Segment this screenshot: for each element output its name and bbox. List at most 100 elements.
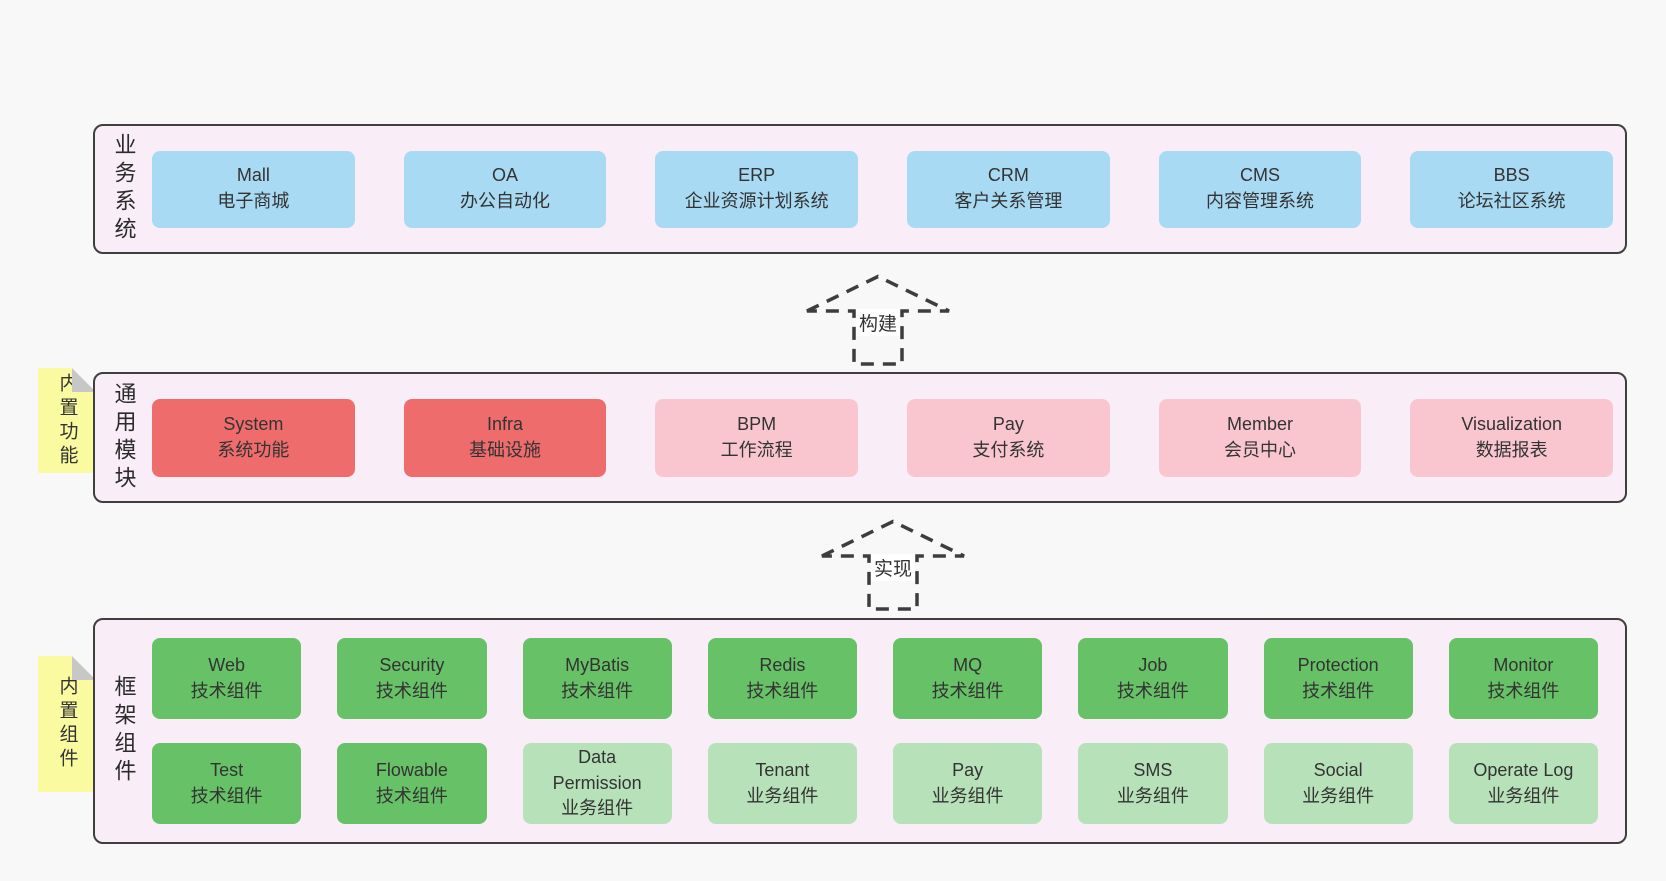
box-title: System	[223, 413, 284, 434]
layer-common-modules: 通用模块 System 系统功能 Infra 基础设施 BPM 工作流程 Pay…	[93, 372, 1627, 503]
box-subtitle: 电子商城	[217, 191, 290, 211]
box-title: Member	[1227, 413, 1294, 434]
box-row: Test 技术组件 Flowable 技术组件 Data Permission …	[152, 743, 1598, 824]
box-title: Tenant	[755, 759, 810, 780]
box-title: Operate Log	[1473, 759, 1574, 780]
box-bbs: BBS 论坛社区系统	[1410, 150, 1614, 228]
box-crm: CRM 客户关系管理	[907, 150, 1110, 228]
layer-title: 业务系统	[111, 133, 137, 245]
box-title: Social	[1313, 759, 1363, 780]
box-subtitle: 技术组件	[931, 680, 1004, 701]
box-title: Protection	[1297, 654, 1379, 675]
box-title: BBS	[1493, 165, 1530, 186]
layer-framework-components: 框架组件 Web 技术组件 Security 技术组件 MyBatis 技术组件…	[93, 618, 1627, 844]
box-title: MyBatis	[565, 654, 630, 675]
box-subtitle: 技术组件	[190, 785, 263, 806]
box-erp: ERP 企业资源计划系统	[655, 150, 859, 228]
box-operate-log: Operate Log 业务组件	[1448, 743, 1598, 824]
box-title: SMS	[1133, 759, 1173, 780]
note-tag-builtin-features: 内置功能	[38, 368, 96, 473]
box-oa: OA 办公自动化	[403, 150, 607, 228]
box-subtitle: 论坛社区系统	[1457, 191, 1566, 211]
box-cms: CMS 内容管理系统	[1158, 150, 1362, 228]
box-member: Member 会员中心	[1158, 398, 1362, 477]
box-job: Job 技术组件	[1078, 638, 1228, 719]
box-subtitle: 数据报表	[1475, 439, 1548, 460]
box-infra: Infra 基础设施	[403, 398, 607, 477]
box-title: Pay	[952, 759, 984, 780]
box-subtitle: 企业资源计划系统	[684, 191, 829, 211]
box-subtitle: 业务组件	[561, 798, 634, 819]
box-title: MQ	[953, 654, 983, 675]
box-subtitle: 会员中心	[1224, 439, 1297, 460]
layer-business-systems: 业务系统 Mall 电子商城 OA 办公自动化 ERP 企业资源计划系统 CRM…	[93, 124, 1627, 254]
box-title: CMS	[1240, 165, 1281, 186]
box-title: Job	[1138, 654, 1168, 675]
box-subtitle: 支付系统	[972, 439, 1045, 460]
box-title: Redis	[759, 654, 806, 675]
box-subtitle: 客户关系管理	[954, 191, 1063, 211]
box-system: System 系统功能	[152, 398, 355, 477]
box-title: ERP	[738, 165, 776, 186]
box-title: OA	[492, 165, 519, 186]
box-subtitle: 工作流程	[720, 439, 793, 460]
box-row: Mall 电子商城 OA 办公自动化 ERP 企业资源计划系统 CRM 客户关系…	[152, 126, 1625, 252]
box-subtitle: 技术组件	[746, 680, 819, 701]
box-subtitle: 技术组件	[1116, 680, 1189, 701]
layer-title: 框架组件	[111, 675, 137, 787]
box-subtitle: 业务组件	[746, 785, 819, 806]
box-subtitle: 办公自动化	[460, 191, 550, 211]
box-security: Security 技术组件	[337, 638, 487, 719]
box-mall: Mall 电子商城	[152, 150, 355, 228]
box-tenant: Tenant 业务组件	[707, 743, 857, 824]
box-title: BPM	[737, 413, 777, 434]
box-subtitle: 技术组件	[1302, 680, 1375, 701]
box-subtitle: 技术组件	[1487, 680, 1560, 701]
box-monitor: Monitor 技术组件	[1448, 638, 1598, 719]
box-social: Social 业务组件	[1263, 743, 1413, 824]
box-pay-component: Pay 业务组件	[893, 743, 1043, 824]
box-redis: Redis 技术组件	[707, 638, 857, 719]
box-subtitle: 业务组件	[1487, 785, 1560, 806]
box-protection: Protection 技术组件	[1263, 638, 1413, 719]
box-subtitle: 系统功能	[217, 439, 290, 460]
box-sms: SMS 业务组件	[1078, 743, 1228, 824]
note-tag-label: 内置功能	[56, 372, 78, 469]
box-bpm: BPM 工作流程	[655, 398, 859, 477]
box-title: Security	[379, 654, 445, 675]
box-subtitle: 技术组件	[561, 680, 634, 701]
implement-arrow: 实现	[820, 518, 966, 612]
note-tag-label: 内置组件	[56, 676, 78, 772]
box-title: CRM	[987, 165, 1029, 186]
layer-title: 通用模块	[111, 381, 137, 494]
box-row: Web 技术组件 Security 技术组件 MyBatis 技术组件 Redi…	[152, 638, 1598, 719]
box-subtitle: 技术组件	[375, 680, 448, 701]
box-title: Pay	[992, 413, 1024, 434]
box-title: Mall	[236, 165, 270, 186]
box-pay-system: Pay 支付系统	[907, 398, 1110, 477]
box-data-permission: Data Permission 业务组件	[522, 743, 672, 824]
build-arrow: 构建	[805, 273, 951, 367]
box-title: Monitor	[1493, 654, 1554, 675]
box-title: Infra	[486, 413, 524, 434]
box-subtitle: 内容管理系统	[1206, 191, 1315, 211]
box-mybatis: MyBatis 技术组件	[522, 638, 672, 719]
box-flowable: Flowable 技术组件	[337, 743, 487, 824]
box-subtitle: 技术组件	[375, 785, 448, 806]
arrow-label: 构建	[855, 309, 901, 336]
box-title: Web	[208, 654, 245, 675]
box-row: System 系统功能 Infra 基础设施 BPM 工作流程 Pay 支付系统…	[152, 374, 1625, 501]
box-visualization: Visualization 数据报表	[1410, 398, 1614, 477]
box-test: Test 技术组件	[152, 743, 302, 824]
box-web: Web 技术组件	[152, 638, 302, 719]
box-title: Flowable	[375, 759, 448, 780]
box-subtitle: 基础设施	[469, 439, 541, 460]
box-mq: MQ 技术组件	[893, 638, 1043, 719]
box-subtitle: 业务组件	[1302, 785, 1375, 806]
box-title: Data Permission	[552, 747, 642, 793]
box-title: Visualization	[1461, 413, 1563, 434]
note-tag-builtin-components: 内置组件	[38, 656, 96, 792]
box-title: Test	[210, 759, 244, 780]
arrow-label: 实现	[870, 554, 916, 581]
